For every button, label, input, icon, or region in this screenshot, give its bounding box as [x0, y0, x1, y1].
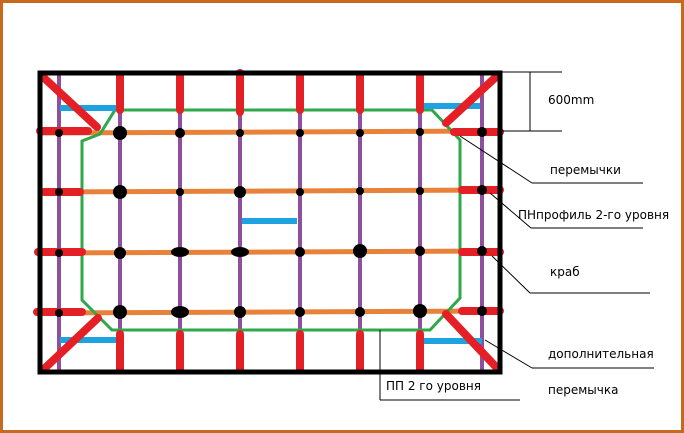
pp-profile-label: ПП 2 го уровня: [386, 379, 481, 393]
extra-lintel-label-line1: дополнительная: [548, 347, 654, 361]
crab-label: краб: [550, 265, 580, 279]
annotation-lines: [379, 71, 654, 401]
lintels-label: перемычки: [550, 163, 621, 177]
dimension-label: 600mm: [548, 93, 594, 107]
purple-profiles: [57, 73, 484, 372]
crab-connectors: [55, 126, 487, 319]
extra-lintel-label-line2: перемычка: [548, 383, 618, 397]
room-walls: [37, 70, 503, 375]
pn-profile-label: ПНпрофиль 2-го уровня: [518, 208, 669, 222]
red-lintels: [33, 69, 504, 374]
